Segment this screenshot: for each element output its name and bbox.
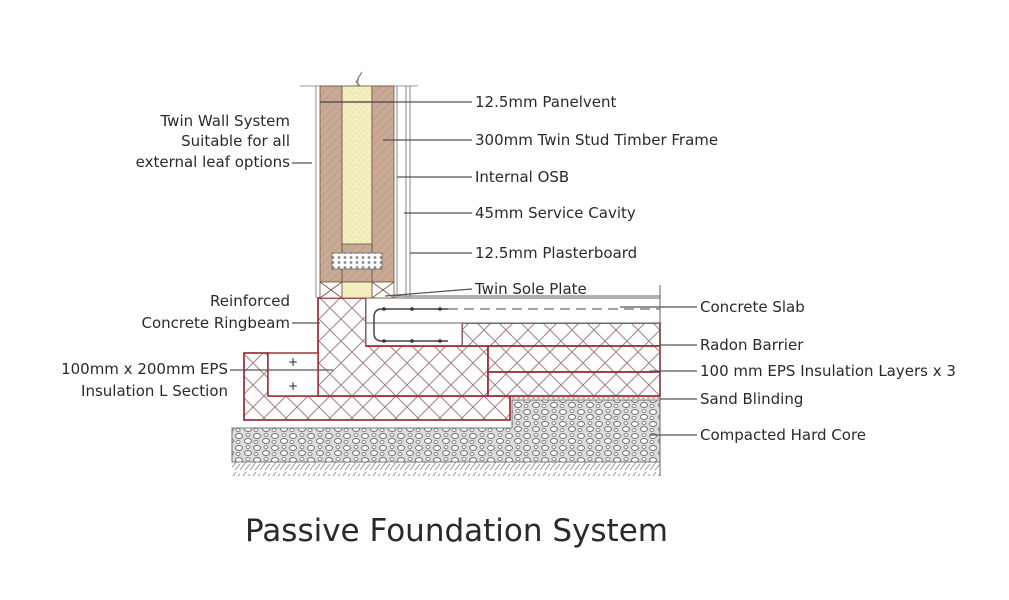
label-twin-wall-line-3: external leaf options	[136, 153, 291, 171]
svg-text:+: +	[288, 355, 298, 369]
label-eps-l-line-1: 100mm x 200mm EPS	[61, 360, 228, 378]
eps-l-section-infill	[267, 352, 319, 397]
label-sand-blinding: Sand Blinding	[700, 390, 803, 408]
diagram-title: Passive Foundation System	[245, 513, 668, 549]
label-plasterboard: 12.5mm Plasterboard	[475, 244, 637, 262]
eps-insulation-layer-3	[487, 371, 661, 397]
label-internal-osb: Internal OSB	[475, 168, 569, 186]
label-service-cavity: 45mm Service Cavity	[475, 204, 636, 222]
label-ringbeam-line-1: Reinforced	[210, 292, 290, 310]
label-panelvent: 12.5mm Panelvent	[475, 93, 616, 111]
eps-insulation-layer-2	[487, 345, 661, 373]
eps-insulation-layer-1	[461, 322, 661, 347]
label-twin-sole-plate: Twin Sole Plate	[474, 280, 587, 298]
label-twin-stud-frame: 300mm Twin Stud Timber Frame	[475, 131, 718, 149]
label-eps-l-line-2: Insulation L Section	[81, 382, 228, 400]
label-twin-wall-line-2: Suitable for all	[181, 132, 290, 150]
label-twin-wall-line-1: Twin Wall System	[160, 112, 291, 130]
slab-thickening	[365, 322, 463, 347]
label-eps-layers: 100 mm EPS Insulation Layers x 3	[700, 362, 956, 380]
service-block	[331, 252, 383, 270]
label-ringbeam-line-2: Concrete Ringbeam	[141, 314, 290, 332]
concrete-slab	[365, 297, 661, 324]
label-concrete-slab: Concrete Slab	[700, 298, 805, 316]
label-hard-core: Compacted Hard Core	[700, 426, 866, 444]
svg-text:+: +	[288, 379, 298, 393]
rebar	[373, 308, 448, 342]
label-radon-barrier: Radon Barrier	[700, 336, 804, 354]
natural-ground	[232, 462, 660, 476]
